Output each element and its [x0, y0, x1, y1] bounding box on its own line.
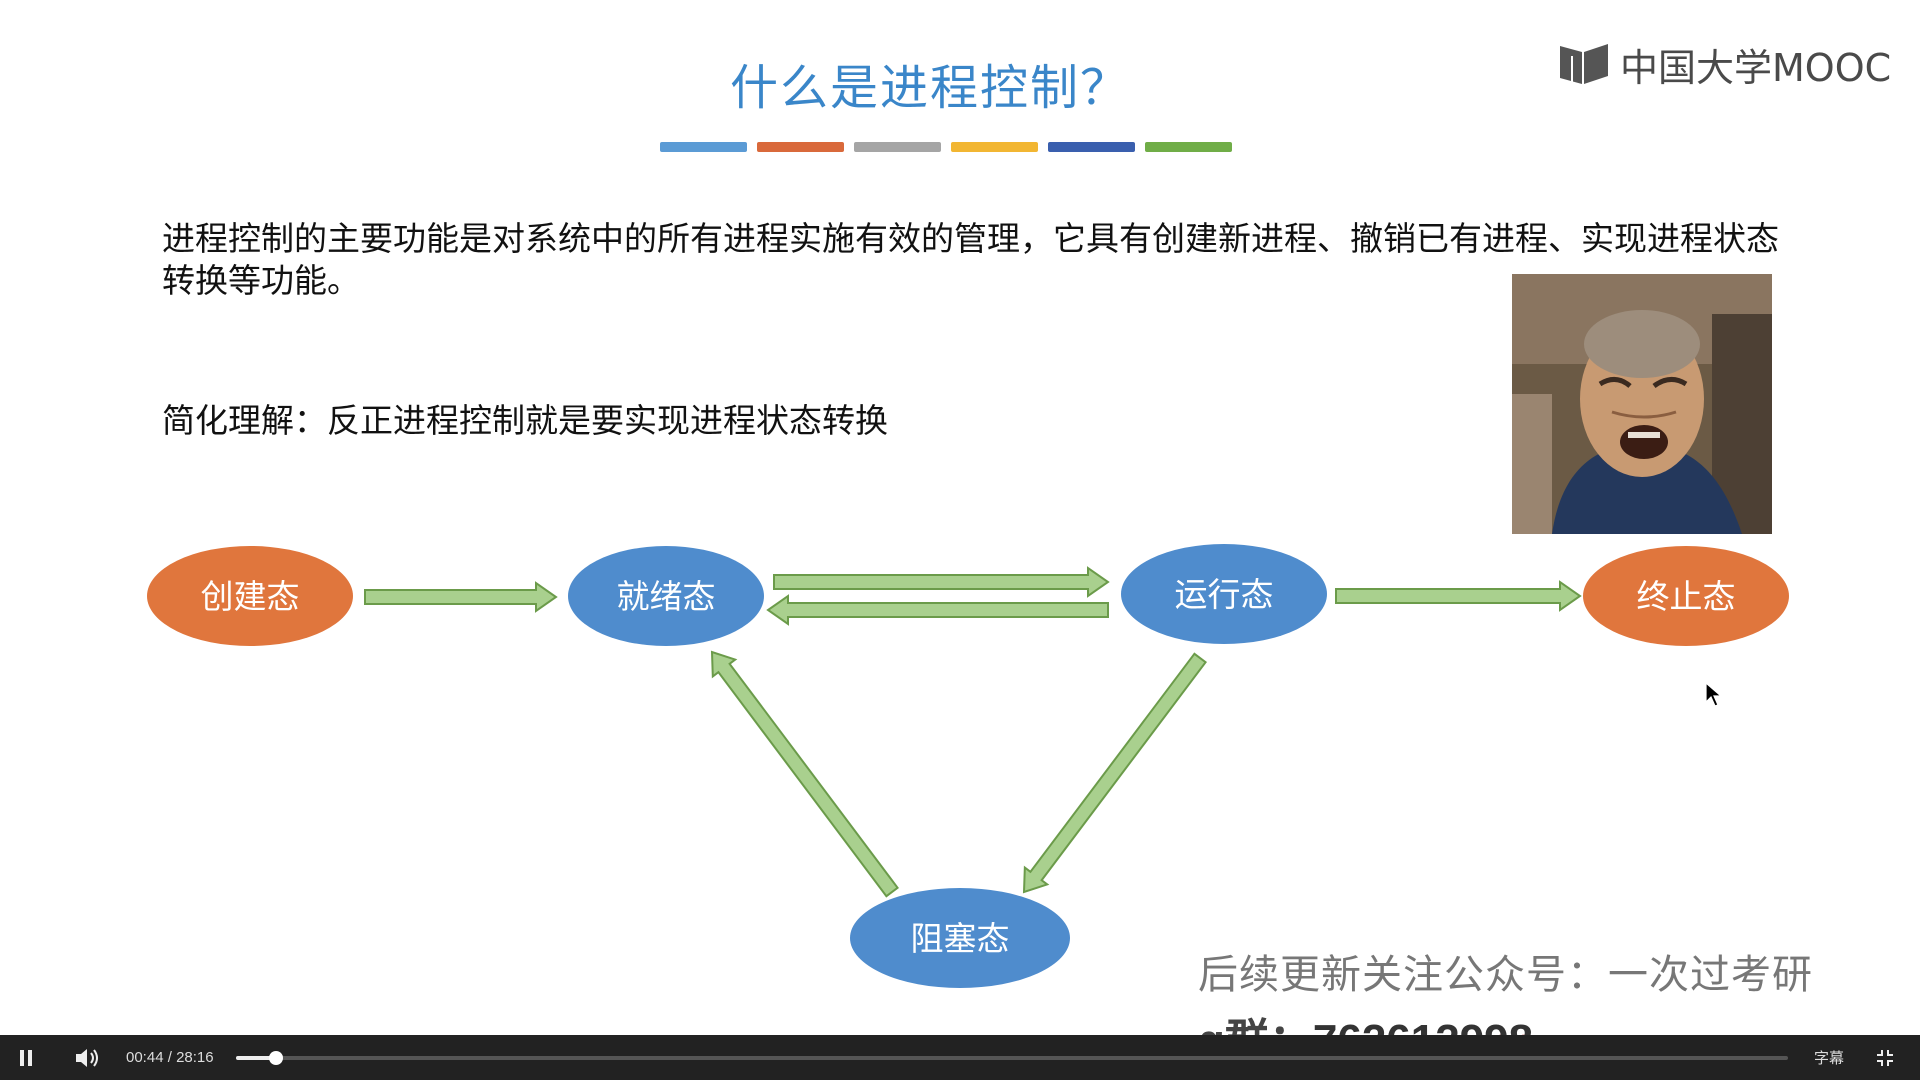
time-display: 00:44 / 28:16 [126, 1035, 214, 1080]
volume-button[interactable] [74, 1035, 108, 1080]
arrow-running-to-blocked [1024, 654, 1206, 892]
current-time: 00:44 [126, 1049, 164, 1066]
video-control-bar: 00:44 / 28:16 字幕 [0, 1035, 1920, 1080]
book-logo-icon [1558, 42, 1610, 86]
state-create-label: 创建态 [201, 577, 300, 616]
pause-icon [18, 1049, 34, 1067]
arrow-running-to-ready [768, 596, 1108, 624]
color-bar-segment [1048, 142, 1135, 152]
arrow-ready-to-running [774, 568, 1108, 596]
meme-photo [1512, 274, 1772, 534]
progress-thumb[interactable] [269, 1051, 283, 1065]
title-color-bar [660, 142, 1232, 154]
qq-group-watermark: q群：762612998 [1198, 1004, 1533, 1035]
logo-text: 中国大学MOOC [1620, 37, 1891, 92]
exit-fullscreen-icon [1876, 1049, 1894, 1067]
color-bar-segment [951, 142, 1038, 152]
color-bar-segment [660, 142, 747, 152]
arrow-blocked-to-ready [712, 652, 898, 896]
volume-icon [74, 1047, 100, 1069]
pause-button[interactable] [18, 1035, 44, 1080]
color-bar-segment [757, 142, 844, 152]
color-bar-segment [854, 142, 941, 152]
time-separator: / [168, 1049, 172, 1066]
mooc-logo: 中国大学MOOC [1558, 40, 1891, 88]
slide: 什么是进程控制？ 中国大学MOOC 进程控制的主要功能是对系统中的所有进程实施有… [0, 0, 1920, 1035]
qq-group-label: q群： [1198, 1016, 1313, 1035]
mouse-cursor-icon [1705, 682, 1723, 708]
duration: 28:16 [176, 1049, 214, 1066]
state-terminated-label: 终止态 [1637, 577, 1736, 616]
state-ready-label: 就绪态 [617, 577, 716, 616]
state-running-label: 运行态 [1175, 575, 1274, 614]
qq-group-number: 762612998 [1313, 1016, 1533, 1035]
arrow-create-to-ready [365, 583, 556, 611]
arrow-running-to-terminated [1336, 582, 1580, 610]
color-bar-segment [1145, 142, 1232, 152]
state-blocked-label: 阻塞态 [911, 919, 1010, 958]
exit-fullscreen-button[interactable] [1876, 1035, 1902, 1080]
wechat-watermark: 后续更新关注公众号：一次过考研 [1198, 942, 1813, 1000]
subtitle-button[interactable]: 字幕 [1814, 1035, 1844, 1080]
progress-bar[interactable] [236, 1056, 1788, 1060]
